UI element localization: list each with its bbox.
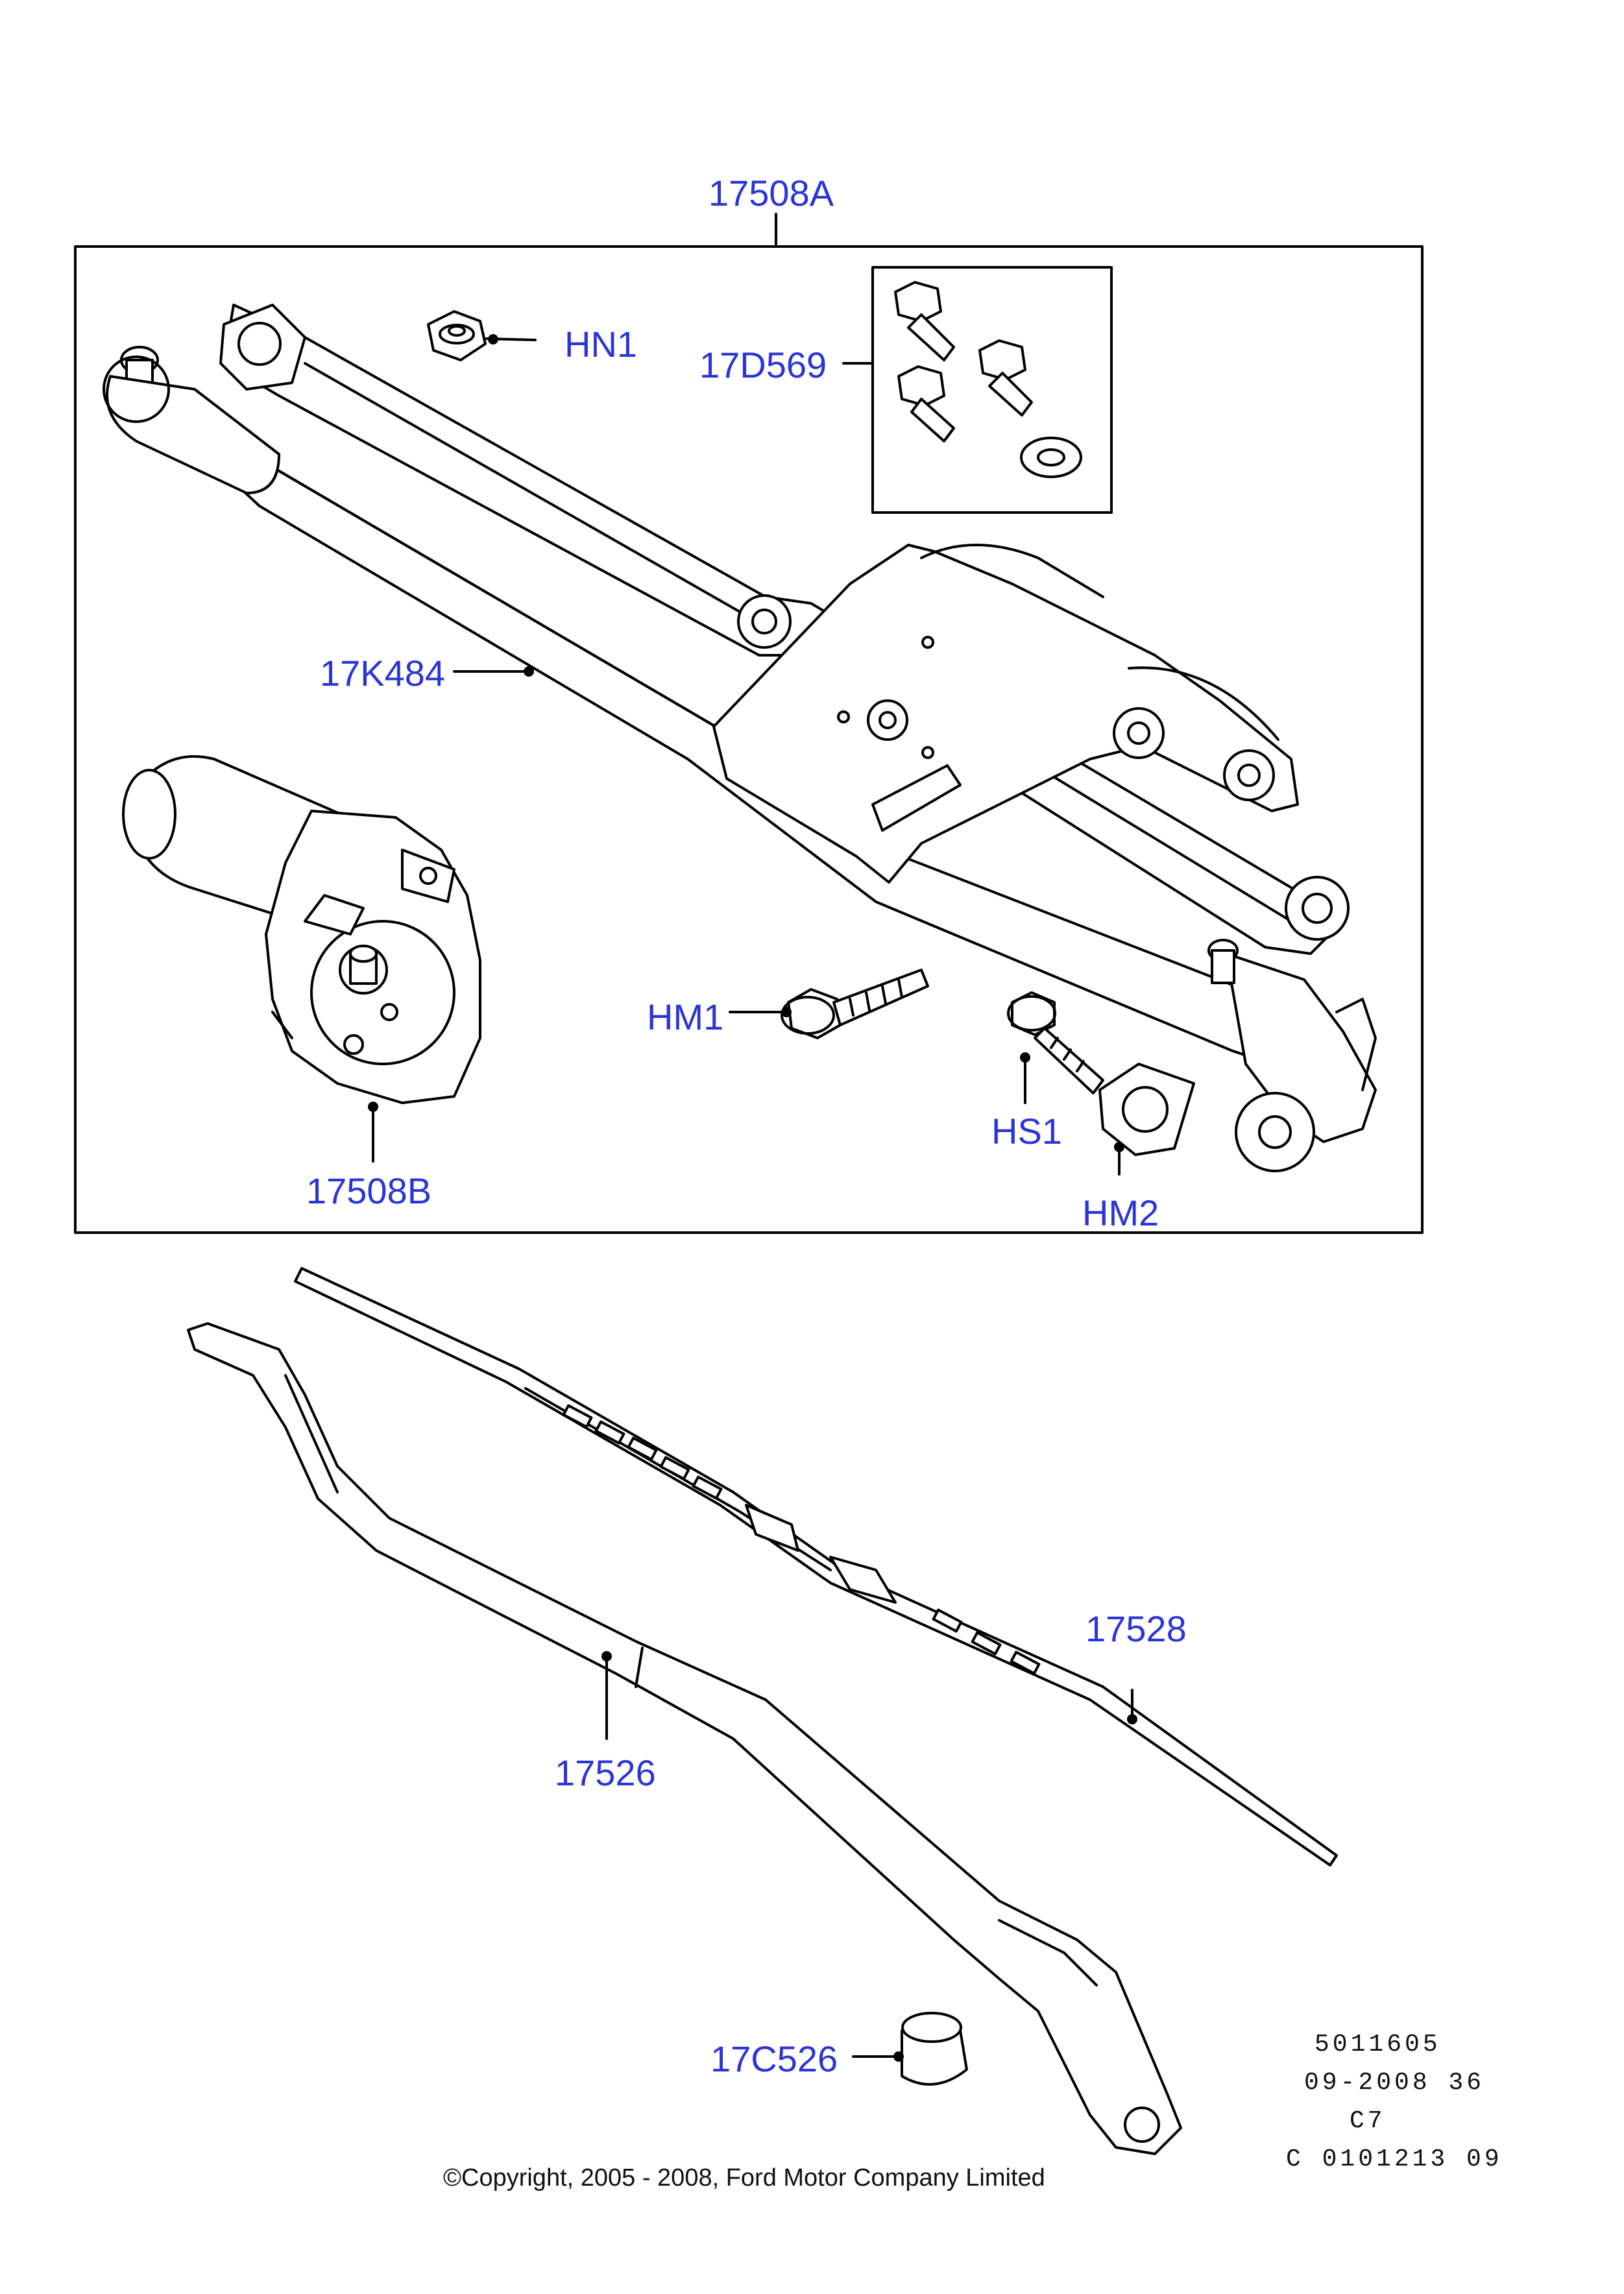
label-motor: 17508B bbox=[306, 1170, 432, 1211]
wiper-blade-art bbox=[294, 1267, 1338, 1866]
reference-code-4: C 0101213 09 bbox=[1286, 2145, 1503, 2173]
bolt-hm1-art bbox=[729, 969, 929, 1039]
label-arm: 17526 bbox=[555, 1752, 656, 1793]
label-bracket-hm2: HM2 bbox=[1082, 1192, 1159, 1233]
label-linkage: 17K484 bbox=[320, 653, 446, 694]
reference-code-1: 5011605 bbox=[1315, 2031, 1441, 2059]
reference-code-2: 09-2008 36 bbox=[1304, 2069, 1485, 2097]
wiper-arm-art bbox=[187, 1322, 1182, 2155]
linkage-leader-dot bbox=[524, 666, 534, 677]
linkage-assembly bbox=[103, 304, 1377, 1172]
label-assembly: 17508A bbox=[709, 173, 834, 213]
label-screw-hs1: HS1 bbox=[991, 1111, 1062, 1152]
label-bolt-hm1: HM1 bbox=[647, 996, 724, 1037]
bolt-kit-box bbox=[871, 266, 1113, 514]
bolt-kit-art bbox=[842, 281, 1082, 478]
reference-code-3: C7 bbox=[1350, 2107, 1386, 2135]
label-nut: HN1 bbox=[564, 324, 638, 365]
copyright-notice: ©Copyright, 2005 - 2008, Ford Motor Comp… bbox=[443, 2164, 1045, 2191]
motor-art bbox=[122, 755, 481, 1163]
screw-hs1-art bbox=[1007, 991, 1104, 1104]
label-bolt-kit: 17D569 bbox=[699, 344, 827, 385]
assembly-frame bbox=[74, 245, 1424, 1234]
label-cap: 17C526 bbox=[710, 2038, 838, 2079]
nut-hn1-art bbox=[427, 310, 537, 361]
bracket-hm2-art bbox=[1098, 1063, 1195, 1176]
cap-art bbox=[852, 2012, 968, 2086]
label-blade: 17528 bbox=[1085, 1608, 1187, 1649]
